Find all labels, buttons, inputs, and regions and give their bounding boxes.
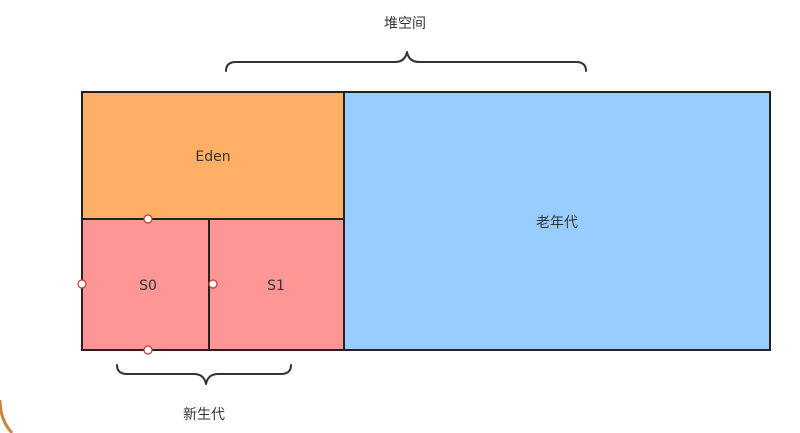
selection-handle-left[interactable] [77,279,87,289]
young-gen-label: 新生代 [183,407,225,423]
old-gen-region [343,91,771,351]
corner-accent [0,399,14,433]
heap-brace [225,51,587,72]
eden-region [81,91,345,220]
old-gen-label: 老年代 [536,215,578,231]
s1-label: S1 [267,278,285,294]
s0-region [81,218,210,351]
s1-region [208,218,345,351]
selection-handle-bottom[interactable] [143,345,153,355]
young-gen-brace [116,364,292,385]
selection-handle-right[interactable] [208,279,218,289]
eden-label: Eden [195,149,230,165]
heap-label: 堆空间 [384,16,426,32]
selection-handle-top[interactable] [143,214,153,224]
s0-label: S0 [139,278,157,294]
